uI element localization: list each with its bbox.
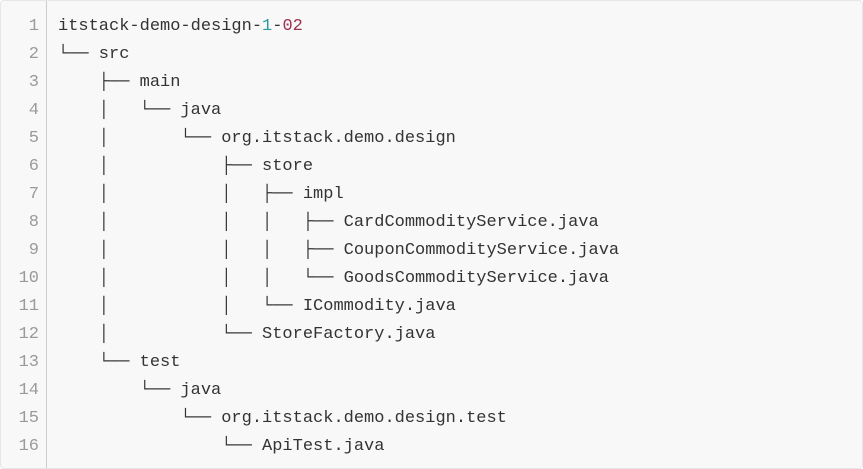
- line-number: 14: [18, 381, 39, 400]
- code-line: │ │ │ ├── CouponCommodityService.java: [58, 241, 620, 260]
- line-number: 8: [28, 213, 39, 232]
- line-number: 1: [28, 17, 39, 36]
- code-line: │ │ ├── impl: [58, 185, 344, 204]
- line-number: 11: [18, 297, 39, 316]
- line-number: 9: [28, 241, 39, 260]
- line-number: 2: [28, 45, 39, 64]
- line-number: 12: [18, 325, 39, 344]
- code-line: │ └── org.itstack.demo.design: [58, 129, 456, 148]
- code-line: └── java: [58, 381, 222, 400]
- code-line: └── org.itstack.demo.design.test: [58, 409, 507, 428]
- code-line-project-name: itstack-demo-design-1-02: [58, 13, 854, 41]
- token-number-red: 02: [282, 17, 303, 36]
- code-line: └── ApiTest.java: [58, 437, 385, 456]
- line-number: 10: [18, 269, 39, 288]
- token-text: -: [272, 17, 283, 36]
- code-line: │ │ │ ├── CardCommodityService.java: [58, 213, 599, 232]
- code-line: │ │ │ └── GoodsCommodityService.java: [58, 269, 609, 288]
- code-line: └── test: [58, 353, 181, 372]
- line-number: 7: [28, 185, 39, 204]
- line-number-gutter: 1 2 3 4 5 6 7 8 9 10 11 12 13 14 15 16: [1, 1, 47, 468]
- code-line: │ ├── store: [58, 157, 314, 176]
- line-number: 16: [18, 437, 39, 456]
- line-number: 6: [28, 157, 39, 176]
- code-line: └── src: [58, 45, 130, 64]
- line-number: 3: [28, 73, 39, 92]
- code-content: itstack-demo-design-1-02 └── src ├── mai…: [47, 1, 862, 468]
- line-number: 4: [28, 101, 39, 120]
- code-line: ├── main: [58, 73, 181, 92]
- token-text: itstack-demo-design-: [58, 17, 263, 36]
- code-line: │ └── StoreFactory.java: [58, 325, 436, 344]
- code-line: │ └── java: [58, 101, 222, 120]
- line-number: 5: [28, 129, 39, 148]
- code-line: │ │ └── ICommodity.java: [58, 297, 456, 316]
- line-number: 13: [18, 353, 39, 372]
- line-number: 15: [18, 409, 39, 428]
- token-number-teal: 1: [262, 17, 273, 36]
